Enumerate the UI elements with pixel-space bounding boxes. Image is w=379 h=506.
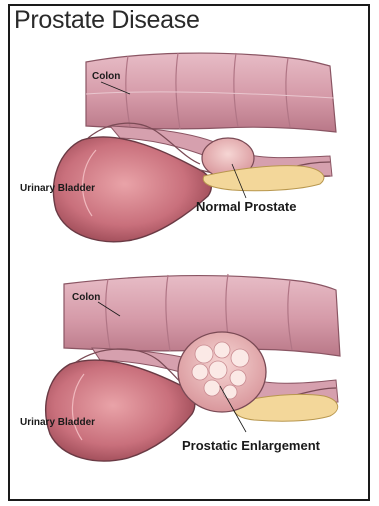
prostate-enlarged bbox=[178, 332, 266, 412]
colon-label: Colon bbox=[72, 292, 100, 303]
prostate-label: Prostatic Enlargement bbox=[182, 438, 321, 453]
panel-enlarged: Colon Urinary Bladder Prostatic Enlargem… bbox=[20, 274, 340, 461]
panel-normal: Colon Urinary Bladder Normal Prostate bbox=[20, 53, 336, 242]
bladder-label: Urinary Bladder bbox=[20, 183, 95, 194]
bladder-lower bbox=[46, 360, 195, 461]
colon-label: Colon bbox=[92, 71, 120, 82]
bladder-label: Urinary Bladder bbox=[20, 417, 95, 428]
prostate-label: Normal Prostate bbox=[196, 199, 296, 214]
